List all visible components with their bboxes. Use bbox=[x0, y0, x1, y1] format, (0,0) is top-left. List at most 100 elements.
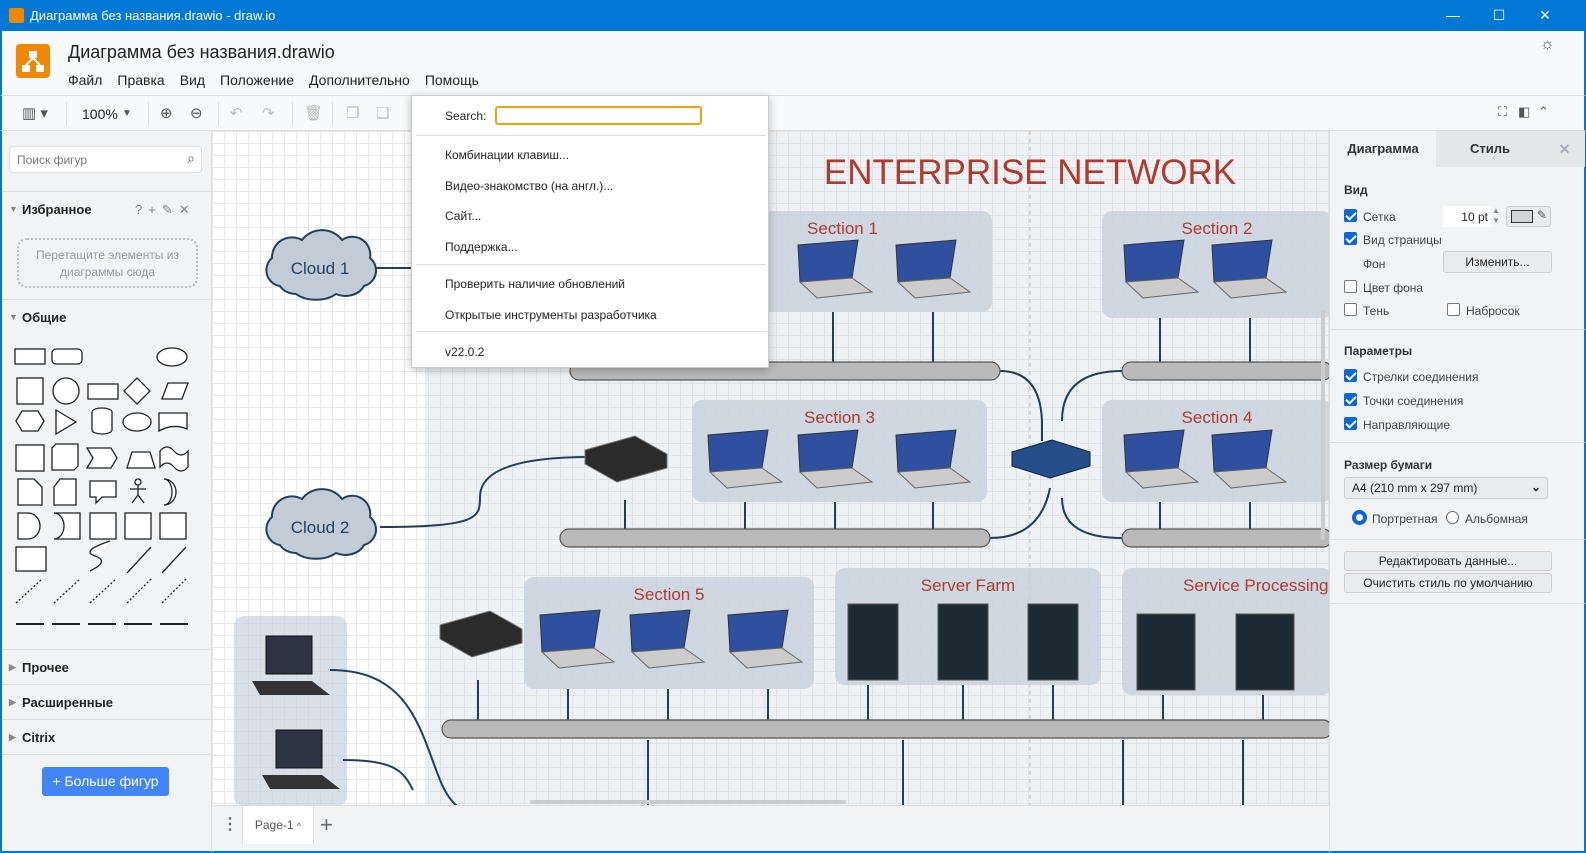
server-icon[interactable] bbox=[937, 603, 989, 681]
shadow-checkbox[interactable] bbox=[1344, 303, 1357, 316]
zoom-in-icon[interactable]: ⊕ bbox=[160, 105, 173, 122]
favorites-section[interactable]: ▼Избранное ?+✎✕ bbox=[2, 191, 211, 226]
menu-item-video-tutorial[interactable]: Видео-знакомство (на англ.)... bbox=[445, 179, 614, 193]
landscape-radio[interactable] bbox=[1446, 511, 1459, 524]
tab-page-1[interactable]: Page-1 ^ bbox=[242, 806, 314, 844]
connector[interactable] bbox=[342, 759, 414, 791]
laptop-icon[interactable] bbox=[895, 429, 957, 473]
close-panel-icon[interactable]: ✕ bbox=[1544, 131, 1585, 167]
laptop-base[interactable] bbox=[708, 467, 784, 489]
advanced-section[interactable]: ▶Расширенные bbox=[2, 684, 211, 719]
edit-data-button[interactable]: Редактировать данные... bbox=[1344, 551, 1552, 571]
to-front-icon[interactable]: ❐ bbox=[346, 105, 360, 122]
edit-icon[interactable]: ✎ bbox=[161, 202, 179, 217]
laptop-base[interactable] bbox=[1212, 467, 1288, 489]
connector[interactable] bbox=[999, 370, 1043, 441]
group-label[interactable]: Section 3 bbox=[804, 408, 875, 427]
menu-arrange[interactable]: Положение bbox=[220, 72, 295, 88]
cloud-label[interactable]: Cloud 2 bbox=[291, 518, 350, 537]
menu-item-check-updates[interactable]: Проверить наличие обновлений bbox=[445, 277, 625, 291]
grid-color-button[interactable]: ✎ bbox=[1506, 206, 1551, 227]
diagram[interactable]: ENTERPRISE NETWORK Section 1 Section 2 Sect… bbox=[212, 131, 1329, 805]
group-label[interactable]: Section 1 bbox=[807, 219, 878, 238]
vertical-scrollbar[interactable] bbox=[1321, 310, 1325, 540]
horizontal-scrollbar[interactable] bbox=[530, 800, 846, 804]
cloud-shape[interactable] bbox=[265, 488, 377, 560]
add-page-button[interactable]: + bbox=[320, 812, 333, 837]
laptop-icon[interactable] bbox=[1123, 429, 1185, 473]
zoom-select[interactable]: 100% bbox=[82, 106, 118, 122]
connection-points-checkbox[interactable] bbox=[1344, 393, 1357, 406]
router-icon[interactable] bbox=[584, 435, 668, 483]
laptop-icon[interactable] bbox=[1211, 239, 1273, 283]
laptop-base[interactable] bbox=[540, 647, 616, 669]
menu-file[interactable]: Файл bbox=[68, 72, 103, 88]
laptop-base[interactable] bbox=[798, 467, 874, 489]
laptop-base[interactable] bbox=[1124, 467, 1200, 489]
laptop-base[interactable] bbox=[630, 647, 706, 669]
connector[interactable] bbox=[1061, 497, 1123, 539]
close-button[interactable]: ✕ bbox=[1539, 7, 1551, 23]
menu-item-website[interactable]: Сайт... bbox=[445, 209, 482, 223]
laptop-base[interactable] bbox=[798, 277, 874, 299]
shape-palette[interactable] bbox=[12, 341, 202, 641]
zoom-dropdown-icon[interactable]: ▼ bbox=[122, 108, 132, 119]
menu-edit[interactable]: Правка bbox=[117, 72, 165, 88]
page-view-checkbox[interactable] bbox=[1344, 232, 1357, 245]
laptop-icon[interactable] bbox=[895, 239, 957, 283]
laptop-icon[interactable] bbox=[707, 429, 769, 473]
laptop-base[interactable] bbox=[896, 277, 972, 299]
menu-item-support[interactable]: Поддержка... bbox=[445, 240, 518, 254]
chevron-up-icon[interactable]: ^ bbox=[296, 821, 302, 831]
pages-menu-icon[interactable]: ⋮ bbox=[222, 816, 238, 833]
group-label[interactable]: Section 2 bbox=[1182, 219, 1253, 238]
to-back-icon[interactable]: ❏ bbox=[376, 105, 390, 122]
network-bus[interactable] bbox=[441, 719, 1329, 739]
background-color-checkbox[interactable] bbox=[1344, 280, 1357, 293]
group-label[interactable]: Section 4 bbox=[1182, 408, 1253, 427]
server-icon[interactable] bbox=[1027, 603, 1079, 681]
general-section[interactable]: ▼Общие bbox=[2, 299, 211, 334]
format-panel-toggle-icon[interactable]: ▥ ▾ bbox=[22, 105, 48, 122]
connection-arrows-checkbox[interactable] bbox=[1344, 369, 1357, 382]
maximize-button[interactable]: ☐ bbox=[1492, 7, 1506, 23]
desktop-computer-icon[interactable] bbox=[265, 635, 313, 675]
network-bus[interactable] bbox=[559, 528, 991, 548]
diagram-title[interactable]: ENTERPRISE NETWORK bbox=[824, 153, 1236, 192]
laptop-icon[interactable] bbox=[797, 429, 859, 473]
server-icon[interactable] bbox=[1235, 613, 1295, 691]
collapse-icon[interactable]: ⌃ bbox=[1538, 104, 1549, 119]
connector[interactable] bbox=[329, 669, 520, 805]
theme-icon[interactable]: ☼ bbox=[1540, 36, 1555, 53]
grid-size-stepper[interactable]: ▲▼ bbox=[1492, 206, 1500, 225]
clear-default-style-button[interactable]: Очистить стиль по умолчанию bbox=[1344, 573, 1552, 593]
connector[interactable] bbox=[379, 456, 591, 528]
search-icon[interactable]: ⌕ bbox=[187, 150, 195, 166]
laptop-icon[interactable] bbox=[1123, 239, 1185, 283]
router-icon[interactable] bbox=[439, 610, 523, 658]
misc-section[interactable]: ▶Прочее bbox=[2, 649, 211, 684]
keyboard-shape[interactable] bbox=[262, 775, 340, 789]
grid-size-input[interactable]: 10 pt bbox=[1443, 206, 1491, 227]
group-label[interactable]: Server Farm bbox=[921, 576, 1015, 595]
help-icon[interactable]: ? bbox=[135, 202, 149, 217]
minimize-button[interactable]: — bbox=[1446, 7, 1460, 23]
menu-extras[interactable]: Дополнительно bbox=[309, 72, 410, 88]
menu-item-shortcuts[interactable]: Комбинации клавиш... bbox=[445, 148, 570, 162]
connector[interactable] bbox=[1061, 370, 1123, 422]
laptop-icon[interactable] bbox=[1211, 429, 1273, 473]
laptop-base[interactable] bbox=[896, 467, 972, 489]
connector[interactable] bbox=[989, 487, 1051, 539]
shape-search-field[interactable]: Поиск фигур ⌕ bbox=[9, 146, 202, 173]
change-background-button[interactable]: Изменить... bbox=[1443, 251, 1552, 273]
paper-size-select[interactable]: A4 (210 mm x 297 mm)⌄ bbox=[1344, 477, 1548, 499]
undo-icon[interactable]: ↶ bbox=[230, 105, 243, 122]
sketch-checkbox[interactable] bbox=[1447, 303, 1460, 316]
group-label[interactable]: Section 5 bbox=[634, 585, 705, 604]
menu-help[interactable]: Помощь bbox=[424, 72, 479, 88]
keyboard-shape[interactable] bbox=[252, 681, 330, 695]
desktop-computer-icon[interactable] bbox=[275, 729, 323, 769]
switch-icon[interactable] bbox=[1011, 439, 1091, 479]
add-icon[interactable]: + bbox=[148, 202, 162, 217]
help-search-input[interactable] bbox=[495, 106, 702, 125]
